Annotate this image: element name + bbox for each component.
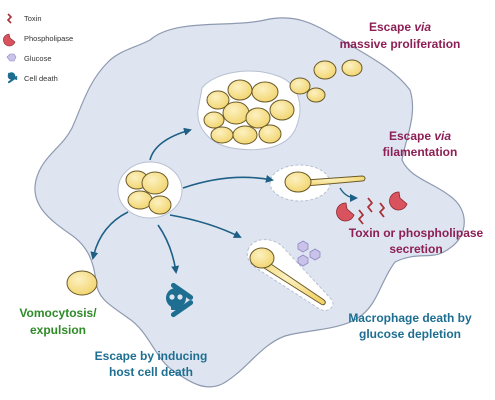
arrow-to-proliferation	[149, 127, 192, 161]
label-proliferation-line1: Escape via	[369, 20, 431, 34]
toxin-icon	[6, 13, 13, 24]
legend-label-cell-death: Cell death	[24, 74, 58, 83]
label-secretion-line1: Toxin or phospholipase	[349, 226, 484, 240]
expelled-yeast	[66, 270, 98, 296]
glucose-icon	[6, 53, 17, 62]
glucose-depleting-yeast	[249, 247, 326, 306]
arrow-to-glucose	[169, 214, 242, 238]
label-glucose-line2: glucose depletion	[359, 327, 461, 341]
proliferating-yeast-cluster	[203, 59, 363, 145]
label-glucose-line1: Macrophage death by	[348, 311, 472, 325]
secreted-phospholipases	[336, 191, 408, 222]
legend-glucose: Glucose	[6, 53, 52, 63]
legend-toxin: Toxin	[6, 13, 42, 24]
central-yeast-cluster	[125, 170, 172, 215]
label-proliferation-line2: massive proliferation	[340, 37, 461, 51]
label-host-death-line1: Escape by inducing	[95, 349, 208, 363]
label-filamentation-line2: filamentation	[383, 145, 458, 159]
legend-phospholipase: Phospholipase	[3, 33, 73, 47]
legend-cell-death: Cell death	[7, 72, 58, 84]
legend: Toxin Phospholipase Glucose Cell death	[3, 13, 73, 84]
skull-crossbones-icon	[166, 282, 194, 318]
label-secretion-line2: secretion	[389, 242, 442, 256]
glucose-molecules	[297, 240, 321, 267]
arrow-to-host-death	[157, 224, 180, 274]
label-filamentation-line1: Escape via	[389, 129, 451, 143]
arrow-to-vomocytosis	[90, 211, 129, 260]
secretion-arrow	[339, 187, 358, 202]
secreted-toxins	[358, 197, 385, 225]
arrow-to-filamentation	[182, 174, 274, 189]
legend-label-glucose: Glucose	[24, 54, 52, 63]
legend-label-phospholipase: Phospholipase	[24, 34, 73, 43]
cell-death-icon	[7, 72, 18, 84]
macrophage-cell	[34, 17, 465, 388]
filamenting-yeast	[284, 171, 366, 193]
phospholipase-icon	[3, 33, 16, 47]
legend-label-toxin: Toxin	[24, 14, 42, 23]
label-vomocytosis-line1: Vomocytosis/	[19, 306, 97, 320]
label-vomocytosis-line2: expulsion	[30, 323, 86, 337]
pathway-arrows	[90, 127, 274, 274]
label-host-death-line2: host cell death	[109, 365, 193, 379]
